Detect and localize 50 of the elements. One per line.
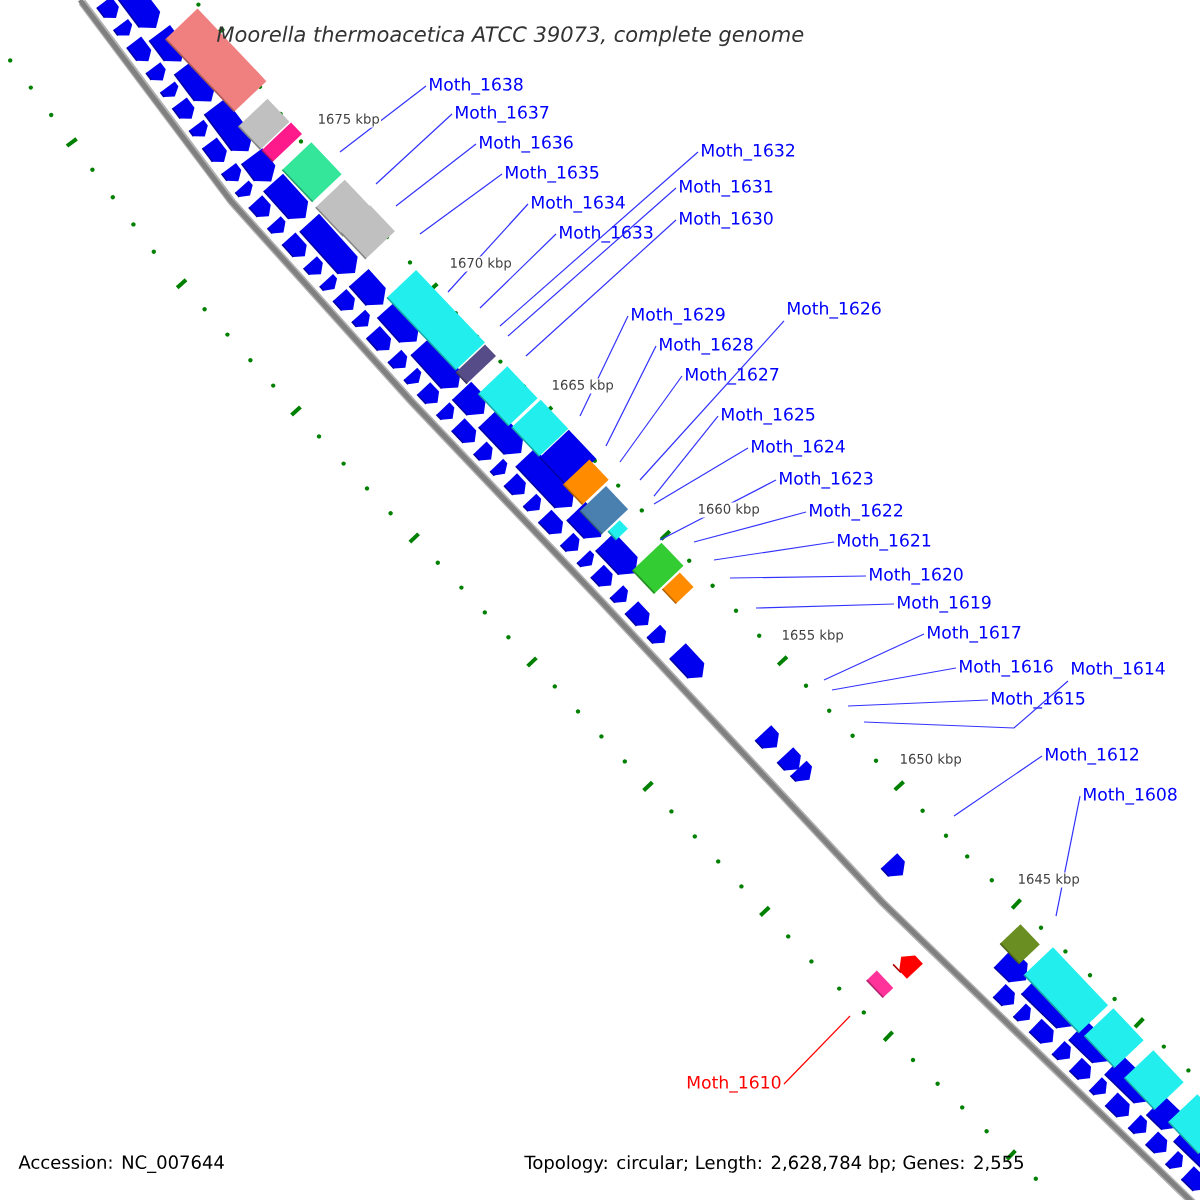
leader-line (693, 511, 807, 543)
leader-line (507, 187, 677, 337)
gene-label: Moth_1617 (928, 625, 1021, 643)
gene-label: Moth_1628 (660, 337, 753, 355)
gene-label: Moth_1620 (870, 567, 963, 585)
leader-line (419, 173, 503, 235)
gene-label: Moth_1619 (898, 595, 991, 613)
leader-line (479, 233, 557, 309)
gene-label: Moth_1630 (680, 211, 773, 229)
info-text: Accession: NC_007644 (18, 1155, 224, 1173)
leader-line (339, 85, 427, 153)
leader-line (499, 151, 699, 327)
leader-line (729, 575, 867, 579)
gene-label: Moth_1637 (456, 105, 549, 123)
leader-line (1055, 795, 1081, 917)
leader-line (375, 113, 453, 185)
leader-line (395, 143, 477, 207)
leader-line (653, 447, 749, 505)
gene-label: Moth_1623 (780, 471, 873, 489)
gene-label: Moth_1612 (1046, 747, 1139, 765)
gene-label: Moth_1626 (788, 301, 881, 319)
gene-label: Moth_1634 (532, 195, 625, 213)
leader-line (639, 320, 785, 481)
leader-line (525, 219, 677, 357)
gene-label: Moth_1610 (687, 1075, 781, 1093)
gene-label: Moth_1616 (960, 659, 1053, 677)
leader-line (605, 345, 657, 447)
leader-line (831, 667, 957, 691)
gene-label: Moth_1631 (680, 179, 773, 197)
leader-line (847, 699, 989, 707)
gene-label: Moth_1638 (430, 77, 523, 95)
info-text: Topology: circular; Length: 2,628,784 bp; Genes: 2,555 (524, 1155, 1023, 1173)
leader-line (823, 633, 925, 681)
leader-line (953, 755, 1043, 817)
leader-line (755, 603, 895, 609)
gene-label: Moth_1614 (1072, 661, 1165, 679)
gene-label: Moth_1636 (480, 135, 573, 153)
leader-line (863, 680, 1069, 729)
gene-label: Moth_1635 (506, 165, 599, 183)
gene-label: Moth_1624 (752, 439, 845, 457)
leader-line (783, 1015, 851, 1085)
gene-label: Moth_1629 (632, 307, 725, 325)
leader-line (713, 541, 835, 561)
leader-line (653, 415, 719, 497)
gene-label: Moth_1621 (838, 533, 931, 551)
gene-label: Moth_1622 (810, 503, 903, 521)
gene-label: Moth_1625 (722, 407, 815, 425)
leader-line (619, 375, 683, 463)
gene-label: Moth_1632 (702, 143, 795, 161)
gene-label: Moth_1608 (1084, 787, 1177, 805)
